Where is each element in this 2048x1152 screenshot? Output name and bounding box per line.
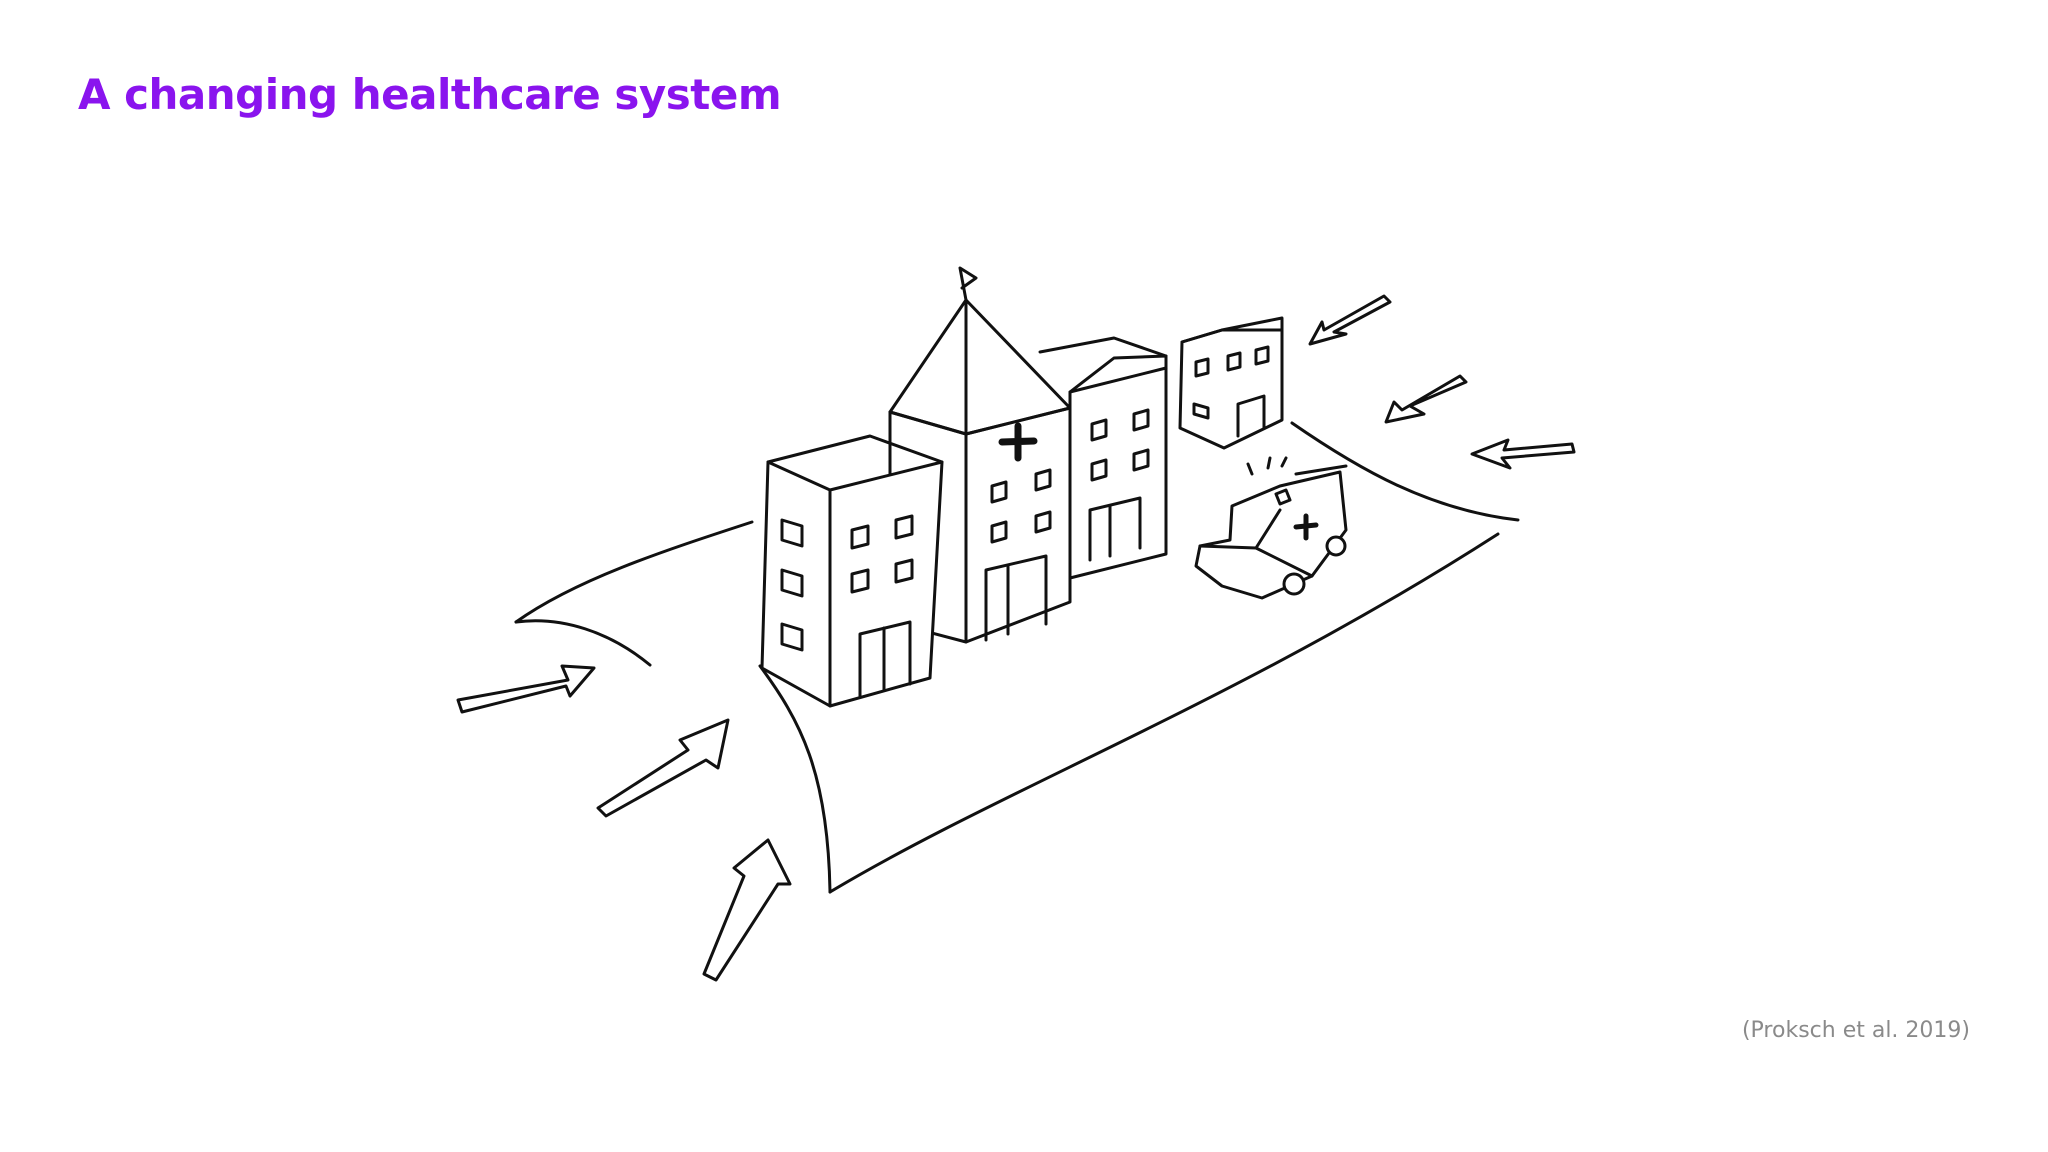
slide-title: A changing healthcare system — [78, 70, 782, 119]
arrow-in-left-1 — [456, 664, 596, 714]
right-building — [1038, 336, 1168, 580]
ambulance-cross-icon — [1293, 513, 1319, 541]
arrow-in-left-3 — [702, 838, 792, 982]
left-building — [760, 434, 944, 708]
arrow-in-left-2 — [596, 718, 730, 818]
clinic-building — [1178, 316, 1284, 450]
arrow-in-right-2 — [1384, 374, 1468, 424]
medical-cross-icon — [998, 422, 1038, 462]
ambulance — [1194, 456, 1348, 600]
arrow-in-right-3 — [1470, 438, 1576, 470]
arrow-in-right-1 — [1308, 294, 1392, 346]
citation: (Proksch et al. 2019) — [1741, 1018, 1970, 1043]
road — [514, 421, 1520, 894]
